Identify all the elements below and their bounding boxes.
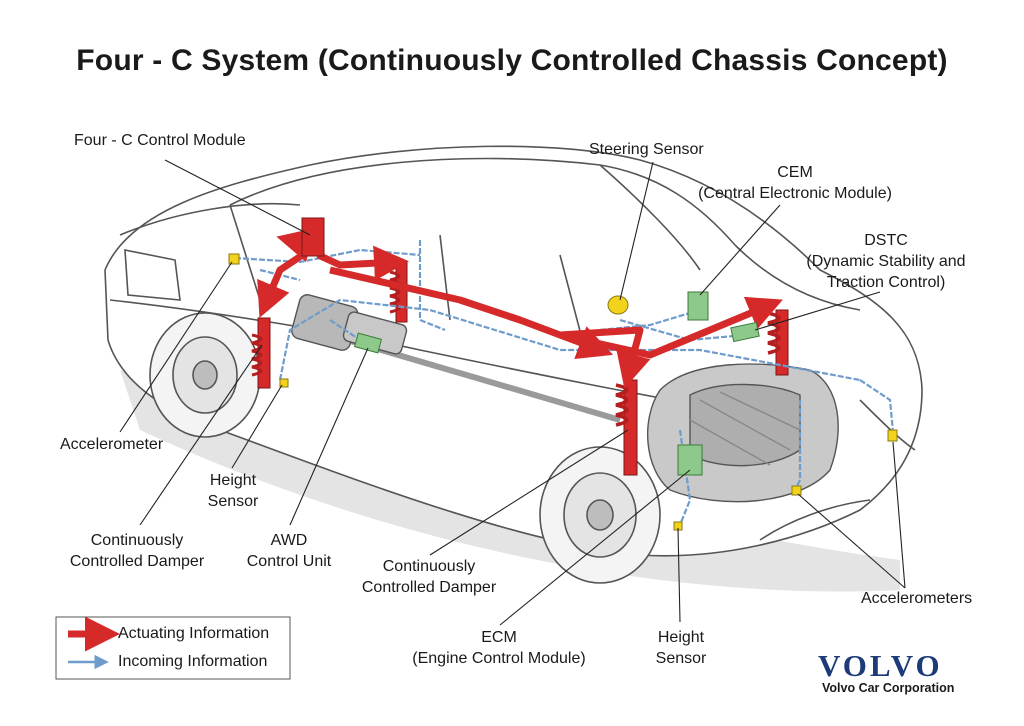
rear-height-sensor <box>279 378 289 388</box>
volvo-logo: VOLVO <box>818 648 943 683</box>
label-damper-front: Continuously Controlled Damper <box>354 556 504 598</box>
label-accelerometer: Accelerometer <box>60 436 164 453</box>
label-ecm-line2: (Engine Control Module) <box>412 650 586 667</box>
label-dstc-line1: DSTC <box>864 232 908 249</box>
front-accelerometer-left <box>791 485 802 496</box>
cem-module <box>687 291 709 321</box>
label-damper-rear-line1: Continuously <box>90 532 184 549</box>
label-height-sensor-front-line2: Sensor <box>655 650 707 667</box>
rear-wheel <box>149 312 261 438</box>
label-dstc-line2: (Dynamic Stability and <box>806 253 966 270</box>
rear-accelerometer <box>228 253 240 265</box>
label-ecm-line1: ECM <box>481 629 517 646</box>
label-dstc-line3: Traction Control) <box>826 274 946 291</box>
label-height-sensor-front-line1: Height <box>657 629 705 646</box>
label-height-sensor-rear-line2: Sensor <box>207 493 259 510</box>
label-damper-front-line2: Controlled Damper <box>361 579 497 596</box>
label-height-sensor-rear: Height Sensor <box>202 470 264 512</box>
front-accelerometer-right <box>887 429 898 442</box>
label-cem: CEM (Central Electronic Module) <box>690 162 900 204</box>
label-awd: AWD Control Unit <box>241 530 337 572</box>
label-cem-line2: (Central Electronic Module) <box>698 185 892 202</box>
label-awd-line1: AWD <box>270 532 308 549</box>
legend-incoming-label: Incoming Information <box>118 653 268 670</box>
label-damper-rear-line2: Controlled Damper <box>69 553 205 570</box>
label-control-module: Four - C Control Module <box>74 132 246 149</box>
label-height-sensor-front: Height Sensor <box>650 627 712 669</box>
legend-actuating-label: Actuating Information <box>118 625 270 642</box>
page-title: Four - C System (Continuously Controlled… <box>76 44 948 77</box>
label-accelerometers: Accelerometers <box>861 590 973 607</box>
label-awd-line2: Control Unit <box>246 553 332 570</box>
volvo-corporation-label: Volvo Car Corporation <box>822 681 955 695</box>
label-height-sensor-rear-line1: Height <box>209 472 257 489</box>
four-c-control-module <box>301 217 325 257</box>
front-wheel <box>539 446 661 584</box>
rear-left-damper <box>251 317 271 389</box>
legend-box <box>55 616 291 680</box>
label-cem-line1: CEM <box>777 164 813 181</box>
steering-sensor <box>607 295 629 315</box>
label-damper-front-line1: Continuously <box>382 558 476 575</box>
awd-control-unit <box>353 332 383 354</box>
label-steering-sensor: Steering Sensor <box>589 141 704 158</box>
leader-lines <box>119 159 906 626</box>
label-ecm: ECM (Engine Control Module) <box>404 627 594 669</box>
actuating-arrows <box>257 228 783 389</box>
label-dstc: DSTC (Dynamic Stability and Traction Con… <box>797 230 975 293</box>
label-damper-rear: Continuously Controlled Damper <box>62 530 212 572</box>
